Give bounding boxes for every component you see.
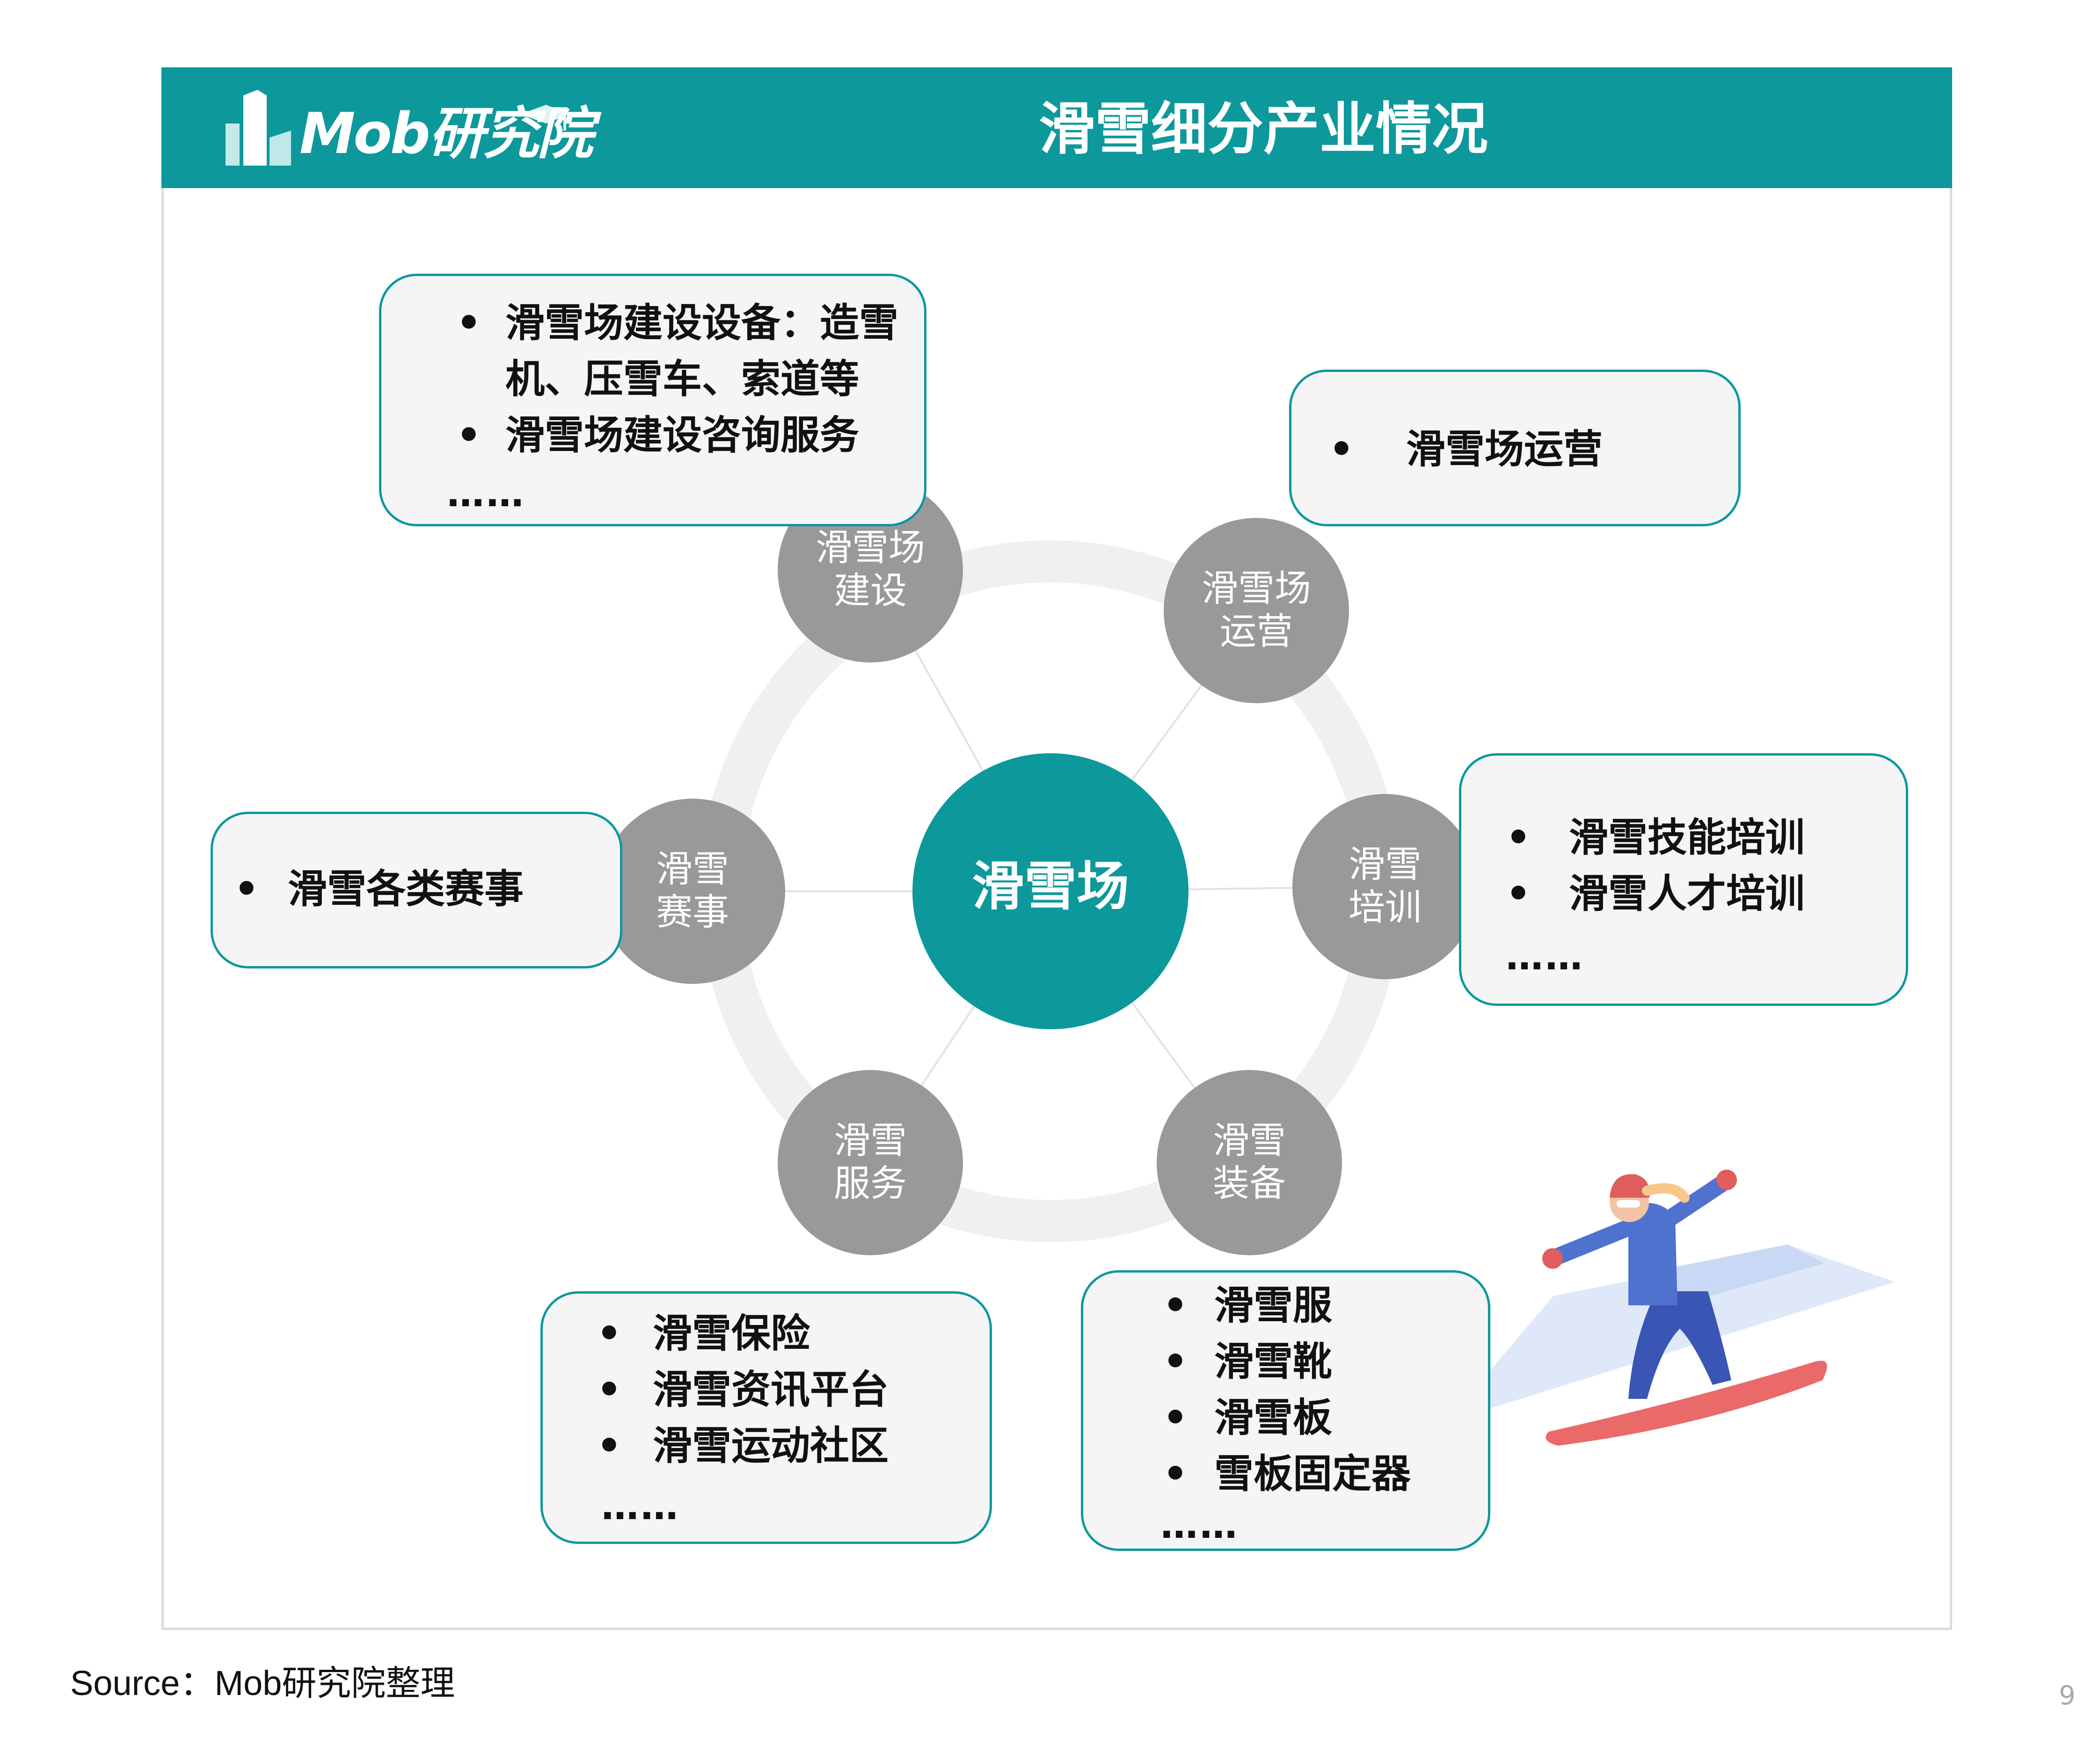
box-equipment-item: • 雪板固定器 (1163, 1446, 1411, 1502)
node-operation-line2: 运营 (1219, 611, 1293, 653)
hair (1642, 1183, 1690, 1203)
box-equipment-more: …… (1160, 1503, 1239, 1547)
node-training-line1: 滑雪 (1348, 844, 1422, 886)
bullet-icon: • (597, 1367, 622, 1412)
item-text: 滑雪服 (1214, 1282, 1333, 1328)
right-glove (1716, 1170, 1737, 1190)
snowboarder-illustration (1446, 1170, 1895, 1446)
box-construction: • 滑雪场建设设备：造雪 机、压雪车、索道等 • 滑雪场建设咨询服务 …… (379, 274, 926, 526)
node-training-label: 滑雪 培训 (1311, 843, 1459, 929)
legs (1628, 1291, 1731, 1399)
item-text: 机、压雪车、索道等 (505, 356, 860, 402)
bullet-icon: • (1163, 1282, 1188, 1328)
bullet-icon: • (234, 866, 259, 912)
box-construction-item: • 滑雪场建设设备：造雪 (414, 295, 898, 351)
box-training-more: …… (1506, 935, 1584, 978)
item-text: 滑雪靴 (1214, 1339, 1333, 1384)
bullet-icon: • (1506, 871, 1531, 917)
node-equipment-line1: 滑雪 (1212, 1120, 1286, 1162)
node-equipment-label: 滑雪 装备 (1175, 1119, 1323, 1205)
item-text: 滑雪运动社区 (653, 1423, 889, 1469)
item-text: 滑雪人才培训 (1569, 871, 1805, 917)
goggles (1617, 1200, 1640, 1208)
mob-logo-icon (226, 90, 569, 166)
box-equipment-item: • 滑雪服 (1163, 1277, 1411, 1333)
node-equipment-line2: 装备 (1212, 1163, 1286, 1205)
box-equipment: • 滑雪服 • 滑雪靴 • 滑雪板 • 雪板固定器 …… (1081, 1270, 1490, 1551)
node-operation-line1: 滑雪场 (1201, 568, 1311, 610)
node-service (778, 1070, 963, 1255)
node-construction-line2: 建设 (833, 570, 907, 612)
node-service-line2: 服务 (833, 1163, 907, 1205)
box-training: • 滑雪技能培训 • 滑雪人才培训 …… (1459, 753, 1908, 1006)
item-text: 滑雪场建设设备：造雪 (505, 300, 899, 346)
bullet-icon: • (597, 1310, 622, 1356)
node-training (1292, 794, 1478, 979)
box-service: • 滑雪保险 • 滑雪资讯平台 • 滑雪运动社区 …… (540, 1291, 992, 1544)
box-events-item: • 滑雪各类赛事 (234, 861, 524, 917)
node-construction-label: 滑雪场 建设 (796, 526, 944, 612)
box-construction-more: …… (447, 472, 525, 515)
hub-label: 滑雪场 (972, 856, 1129, 917)
left-arm (1550, 1217, 1641, 1265)
bullet-icon: • (1329, 426, 1354, 472)
node-operation-label: 滑雪场 运营 (1182, 567, 1330, 653)
box-operation-item: • 滑雪场运营 (1320, 421, 1603, 477)
node-service-label: 滑雪 服务 (796, 1119, 944, 1205)
box-service-item: • 滑雪运动社区 (597, 1418, 889, 1474)
bullet-icon: • (456, 412, 481, 458)
left-glove (1542, 1248, 1563, 1269)
box-events: • 滑雪各类赛事 (211, 812, 622, 968)
header-bar (161, 67, 1952, 188)
hat (1610, 1174, 1650, 1198)
node-events-line1: 滑雪 (656, 848, 729, 890)
box-construction-item: 机、压雪车、索道等 (414, 351, 898, 407)
right-arm (1657, 1175, 1730, 1230)
item-text: 雪板固定器 (1214, 1451, 1411, 1497)
bullet-icon: • (597, 1423, 622, 1469)
box-equipment-item: • 滑雪靴 (1163, 1333, 1411, 1390)
node-training-line2: 培训 (1348, 887, 1422, 929)
box-equipment-item: • 滑雪板 (1163, 1390, 1411, 1446)
page-number: 9 (2059, 1681, 2076, 1711)
logo-text: Mob研究院 (299, 102, 593, 167)
item-text: 滑雪保险 (653, 1310, 810, 1356)
box-service-more: …… (601, 1484, 680, 1528)
node-equipment (1157, 1070, 1342, 1255)
box-service-item: • 滑雪资讯平台 (597, 1361, 889, 1418)
box-construction-item: • 滑雪场建设咨询服务 (414, 407, 898, 463)
node-events-label: 滑雪 赛事 (619, 848, 766, 934)
node-construction-line1: 滑雪场 (815, 527, 925, 569)
box-training-item: • 滑雪技能培训 (1506, 809, 1805, 866)
snowboard (1546, 1361, 1827, 1446)
bullet-icon: • (1506, 815, 1531, 860)
item-text: 滑雪各类赛事 (288, 866, 524, 912)
node-events (600, 799, 785, 984)
box-training-item: • 滑雪人才培训 (1506, 866, 1805, 922)
item-text: 滑雪资讯平台 (653, 1367, 889, 1412)
hub-circle (912, 753, 1189, 1029)
page-title: 滑雪细分产业情况 (1039, 97, 1488, 162)
node-operation (1164, 518, 1349, 703)
item-text: 滑雪板 (1214, 1395, 1333, 1441)
bullet-icon: • (1163, 1451, 1188, 1497)
item-text: 滑雪场运营 (1406, 426, 1603, 472)
source-note: Source：Mob研究院整理 (70, 1664, 455, 1703)
node-events-line2: 赛事 (656, 891, 729, 933)
bullet-icon: • (456, 300, 481, 346)
node-service-line1: 滑雪 (833, 1120, 907, 1162)
box-service-item: • 滑雪保险 (597, 1305, 889, 1361)
item-text: 滑雪场建设咨询服务 (505, 412, 860, 458)
item-text: 滑雪技能培训 (1569, 815, 1805, 860)
bullet-icon: • (1163, 1395, 1188, 1441)
box-operation: • 滑雪场运营 (1289, 370, 1741, 526)
bullet-icon: • (1163, 1339, 1188, 1384)
